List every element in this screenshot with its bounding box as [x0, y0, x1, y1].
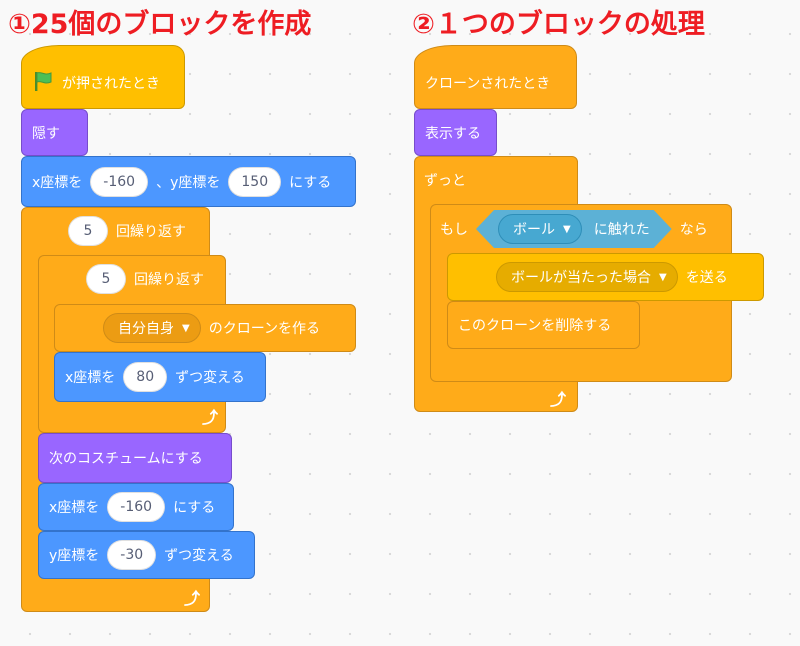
forever-label: ずっと	[424, 173, 466, 189]
set-x-label: x座標を	[49, 500, 100, 516]
title-create-blocks: ①25個のブロックを作成	[8, 9, 312, 40]
goto-y-label: 、y座標を	[156, 174, 221, 191]
change-y-input[interactable]: -30	[107, 540, 157, 570]
loop-arrow-icon: ⤴	[184, 589, 201, 608]
dropdown-arrow-icon: ▼	[182, 322, 190, 334]
set-x-input[interactable]: -160	[107, 492, 166, 522]
repeat-outer-label: 回繰り返す	[116, 224, 186, 240]
loop-arrow-icon: ⤴	[550, 390, 567, 409]
broadcast-block[interactable]: ボールが当たった場合 ▼ を送る	[447, 253, 764, 301]
create-clone-block[interactable]: 自分自身 ▼ のクローンを作る	[54, 304, 356, 352]
delete-clone-label: このクローンを削除する	[458, 318, 612, 334]
hat-label: が押されたとき	[62, 76, 160, 92]
next-costume-block[interactable]: 次のコスチュームにする	[38, 433, 232, 483]
if-prefix-label: もし	[440, 222, 468, 238]
clone-hat-label: クローンされたとき	[425, 76, 551, 92]
repeat-inner-count-input[interactable]: 5	[86, 264, 126, 294]
if-header[interactable]: もし ボール ▼ に触れた なら	[430, 206, 732, 252]
change-x-input[interactable]: 80	[123, 362, 168, 392]
change-y-suffix: ずつ変える	[164, 548, 234, 564]
green-flag-icon	[32, 70, 54, 96]
delete-clone-block[interactable]: このクローンを削除する	[447, 301, 640, 349]
loop-arrow-icon: ⤴	[202, 408, 219, 427]
next-costume-label: 次のコスチュームにする	[49, 451, 203, 467]
change-y-block[interactable]: y座標を -30 ずつ変える	[38, 531, 255, 579]
title-block-process: ②１つのブロックの処理	[412, 9, 705, 40]
when-flag-clicked-block[interactable]: が押されたとき	[21, 45, 185, 109]
touching-condition[interactable]: ボール ▼ に触れた	[476, 210, 672, 248]
goto-y-input[interactable]: 150	[228, 166, 282, 197]
set-x-block[interactable]: x座標を -160 にする	[38, 483, 234, 531]
set-x-suffix: にする	[173, 500, 216, 516]
goto-x-label: x座標を	[32, 174, 83, 191]
forever-header[interactable]: ずっと	[414, 160, 534, 200]
change-y-label: y座標を	[49, 548, 100, 564]
repeat-inner-header[interactable]: 5 回繰り返す	[76, 258, 226, 300]
create-clone-label: のクローンを作る	[208, 321, 321, 337]
if-suffix-label: なら	[679, 222, 708, 238]
hide-label: 隠す	[32, 125, 60, 142]
hide-block[interactable]: 隠す	[21, 109, 88, 156]
touching-label: に触れた	[593, 222, 650, 238]
repeat-outer-count-input[interactable]: 5	[68, 216, 108, 246]
dropdown-arrow-icon: ▼	[563, 223, 571, 235]
broadcast-label: を送る	[685, 270, 728, 286]
show-block[interactable]: 表示する	[414, 109, 497, 156]
show-label: 表示する	[425, 125, 481, 142]
repeat-inner-label: 回繰り返す	[134, 272, 204, 288]
when-clone-start-block[interactable]: クローンされたとき	[414, 45, 577, 109]
clone-target-dropdown[interactable]: 自分自身 ▼	[103, 313, 201, 343]
goto-xy-block[interactable]: x座標を -160 、y座標を 150 にする	[21, 156, 356, 207]
repeat-outer-header[interactable]: 5 回繰り返す	[58, 209, 208, 253]
change-x-suffix: ずつ変える	[175, 370, 245, 386]
goto-x-input[interactable]: -160	[90, 166, 149, 197]
broadcast-message-dropdown[interactable]: ボールが当たった場合 ▼	[496, 262, 678, 292]
goto-suffix-label: にする	[289, 174, 332, 191]
touching-target-value: ボール	[513, 222, 555, 238]
dropdown-arrow-icon: ▼	[659, 271, 667, 283]
change-x-label: x座標を	[65, 370, 116, 386]
clone-target-value: 自分自身	[118, 321, 174, 337]
broadcast-message-value: ボールが当たった場合	[511, 270, 651, 286]
touching-target-dropdown[interactable]: ボール ▼	[498, 214, 582, 244]
change-x-block[interactable]: x座標を 80 ずつ変える	[54, 352, 266, 402]
